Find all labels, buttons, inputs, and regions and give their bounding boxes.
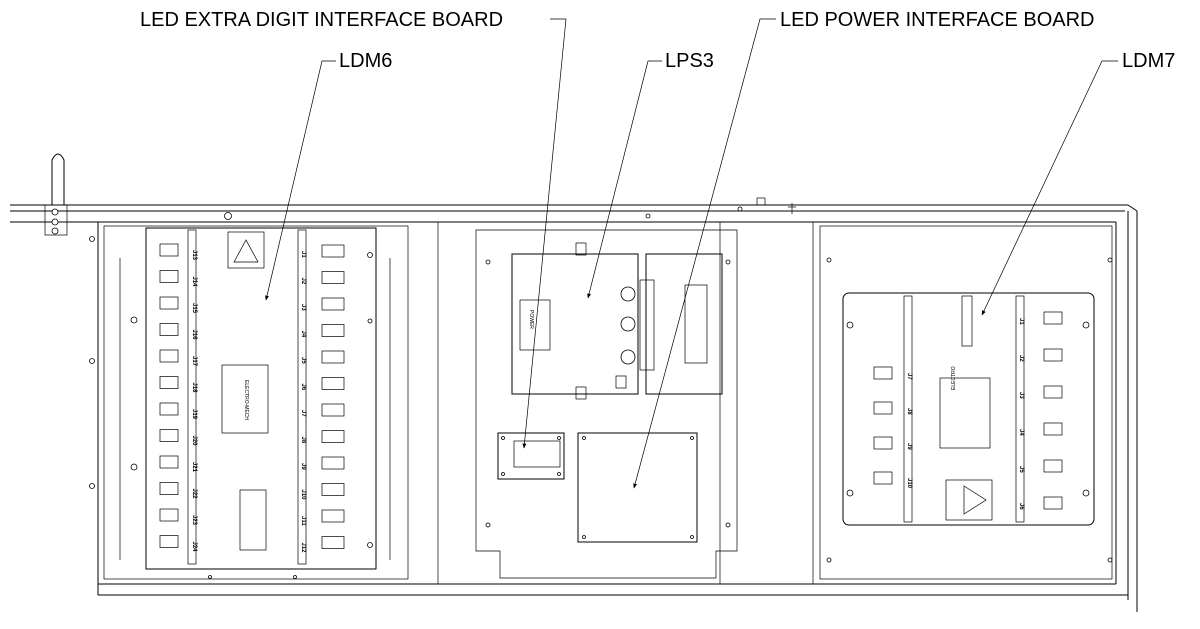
connector-jack xyxy=(159,535,179,548)
connector-jack xyxy=(873,471,893,485)
leader-ldm6 xyxy=(265,60,336,301)
power-interface-board xyxy=(577,432,698,543)
connector-jack xyxy=(159,270,179,283)
connector-jack xyxy=(321,377,345,390)
connector-jack xyxy=(159,402,179,416)
connector-label: J24 xyxy=(191,542,197,553)
connector-jack xyxy=(873,366,893,380)
connector-jack xyxy=(1043,459,1063,473)
connector-label: J7 xyxy=(906,373,912,380)
latch-handle xyxy=(44,153,68,236)
connector-label: J5 xyxy=(1018,466,1024,473)
connector-label: J2 xyxy=(300,278,306,285)
connector-jack xyxy=(321,350,345,364)
callout-power-interface-label: LED POWER INTERFACE BOARD xyxy=(780,9,1095,31)
connector-jack xyxy=(1043,311,1063,325)
extra-digit-interface-board xyxy=(497,432,565,480)
connector-jack xyxy=(321,271,345,284)
leader-lines xyxy=(265,18,1118,489)
connector-label: J4 xyxy=(300,331,306,338)
callout-ldm7-label: LDM7 xyxy=(1122,50,1175,72)
lps3-board: POWER xyxy=(475,229,738,579)
connector-label: J15 xyxy=(191,303,197,314)
connector-label: J9 xyxy=(300,463,306,470)
connector-jack xyxy=(1043,348,1063,362)
connector-jack xyxy=(159,243,179,257)
connector-label: J10 xyxy=(300,490,306,501)
connector-label: J16 xyxy=(191,330,197,341)
leader-lps3 xyxy=(587,60,662,299)
connector-label: J8 xyxy=(300,437,306,444)
connector-jack xyxy=(321,403,345,417)
connector-label: J22 xyxy=(191,489,197,500)
callout-ldm6-label: LDM6 xyxy=(339,50,392,72)
connector-jack xyxy=(159,349,179,363)
connector-jack xyxy=(321,456,345,470)
callout-extra-digit-label: LED EXTRA DIGIT INTERFACE BOARD xyxy=(140,9,503,31)
connector-label: J20 xyxy=(191,436,197,447)
cabinet-frame xyxy=(10,197,1138,612)
connector-label: J9 xyxy=(906,443,912,450)
ldm6-board: ELECTRO-MECH J13J14J15J16J17J18J19J20J21… xyxy=(103,225,409,580)
connector-jack xyxy=(159,482,179,495)
connector-label: J1 xyxy=(1018,318,1024,325)
connector-label: J3 xyxy=(1018,392,1024,399)
connector-jack xyxy=(321,483,345,496)
connector-jack xyxy=(321,244,345,258)
leader-extra-digit xyxy=(522,18,567,449)
connector-jack xyxy=(1043,496,1063,510)
connector-jack xyxy=(321,324,345,337)
connector-label: J4 xyxy=(1018,429,1024,436)
connector-label: J14 xyxy=(191,277,197,288)
connector-label: J18 xyxy=(191,383,197,394)
svg-text:ELECTRO: ELECTRO xyxy=(951,366,957,390)
connector-jack xyxy=(1043,385,1063,399)
connector-label: J19 xyxy=(191,409,197,420)
connector-jack xyxy=(321,536,345,549)
connector-jack xyxy=(159,429,179,442)
connector-jack xyxy=(321,430,345,443)
connector-jack xyxy=(159,508,179,522)
connector-label: J17 xyxy=(191,356,197,367)
leader-power-interface xyxy=(633,18,776,489)
connector-jack xyxy=(159,455,179,469)
connector-jack xyxy=(873,436,893,450)
connector-label: J11 xyxy=(300,516,306,526)
connector-label: J21 xyxy=(191,462,197,473)
connector-label: J6 xyxy=(1018,503,1024,510)
connector-label: J13 xyxy=(191,250,197,261)
connector-jack xyxy=(321,297,345,311)
connector-jack xyxy=(159,296,179,310)
connector-label: J1 xyxy=(300,251,306,258)
connector-label: J3 xyxy=(300,304,306,311)
connector-label: J5 xyxy=(300,357,306,364)
connector-label: J23 xyxy=(191,515,197,526)
svg-text:POWER: POWER xyxy=(528,310,534,329)
connector-label: J6 xyxy=(300,384,306,391)
svg-text:ELECTRO-MECH: ELECTRO-MECH xyxy=(243,380,249,420)
callout-lps3-label: LPS3 xyxy=(665,50,714,72)
connector-label: J8 xyxy=(906,408,912,415)
leader-ldm7 xyxy=(981,60,1118,316)
connector-jack xyxy=(1043,422,1063,436)
connector-label: J2 xyxy=(1018,355,1024,362)
connector-label: J10 xyxy=(906,478,912,489)
connector-label: J12 xyxy=(300,543,306,554)
connector-jack xyxy=(321,509,345,523)
connector-jack xyxy=(159,323,179,336)
connector-jack xyxy=(873,401,893,415)
connector-label: J7 xyxy=(300,410,306,417)
connector-jack xyxy=(159,376,179,389)
